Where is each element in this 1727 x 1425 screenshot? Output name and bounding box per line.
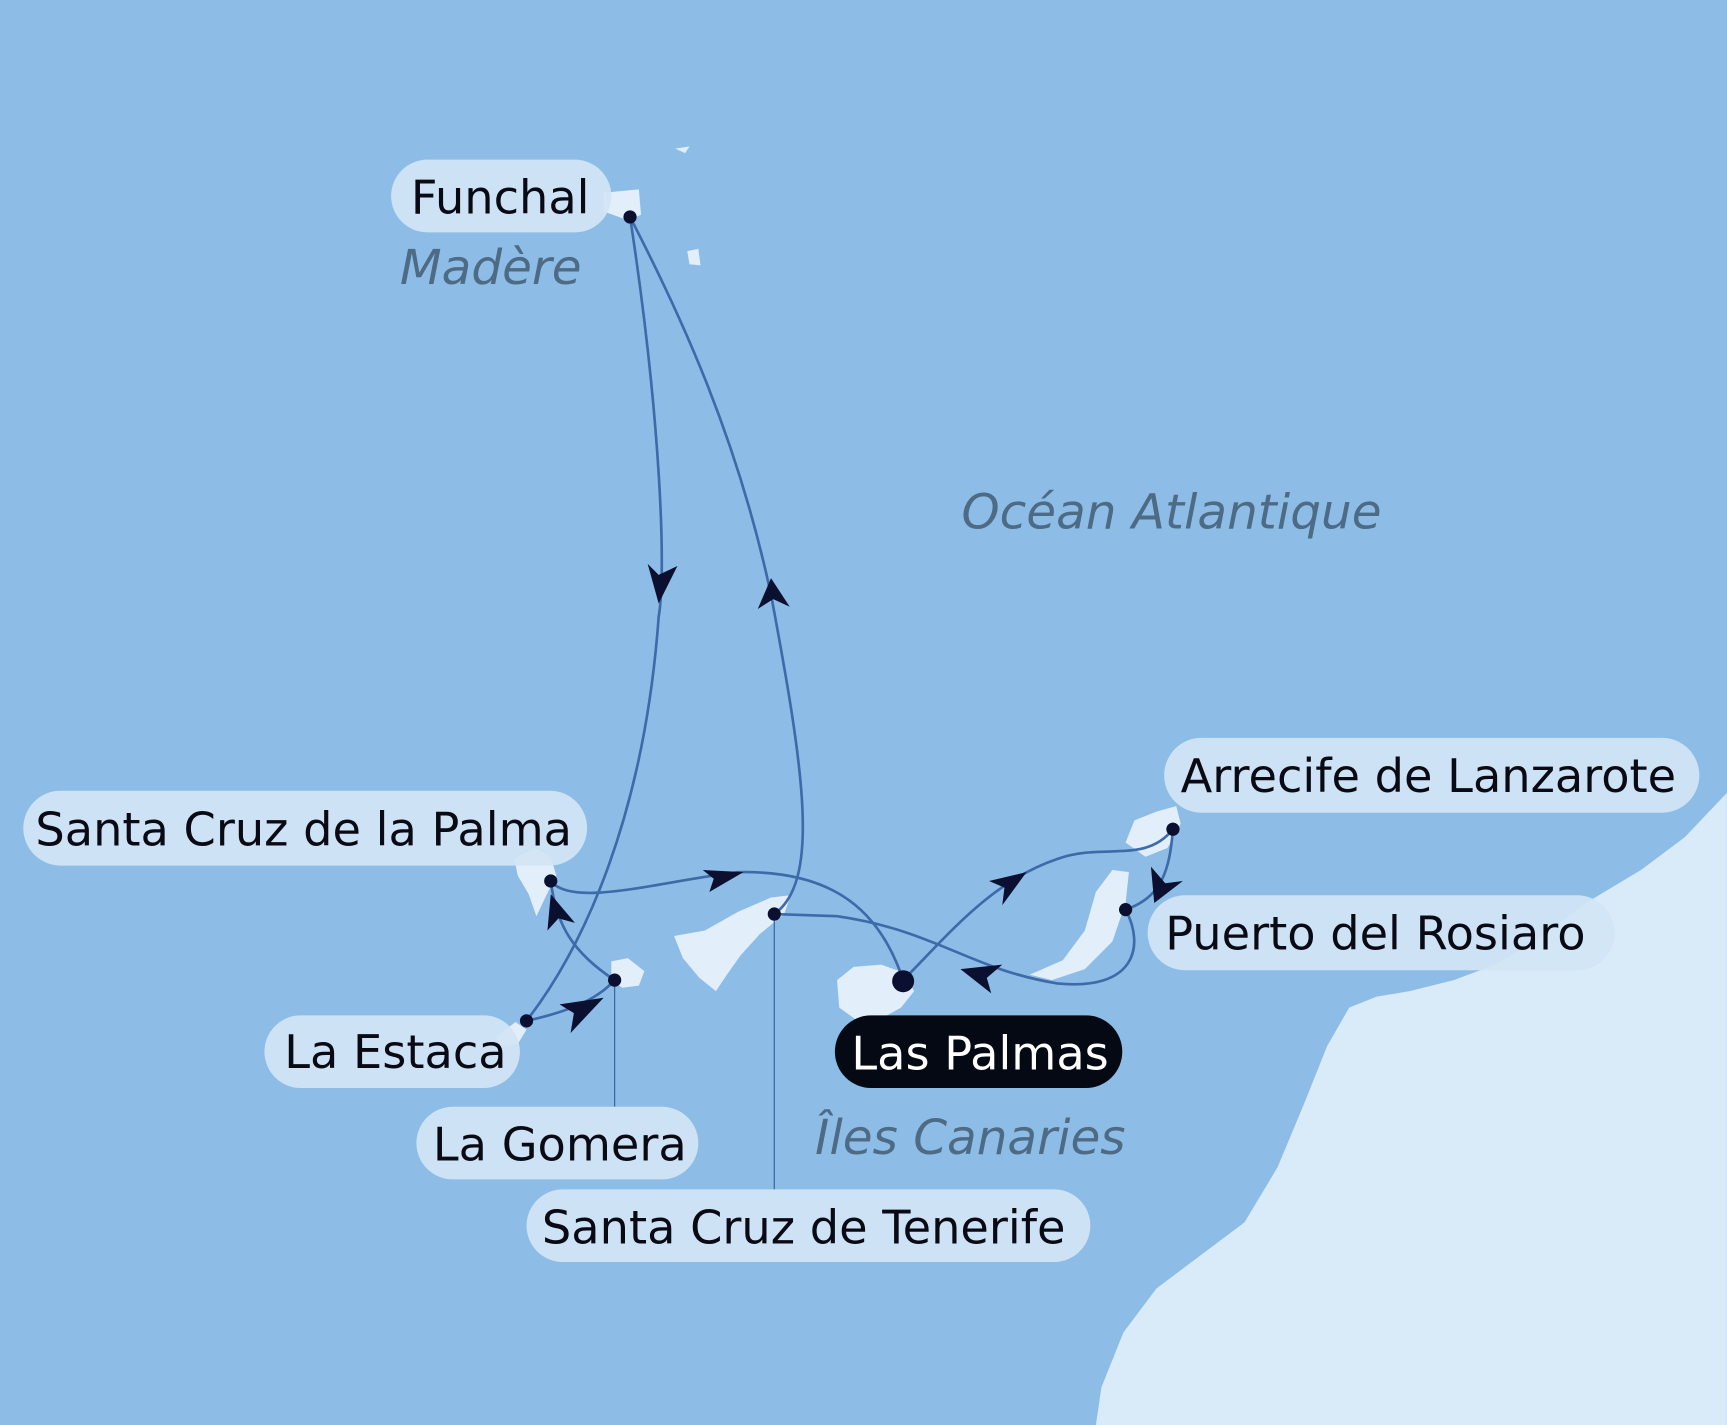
direction-arrow-icon (647, 563, 678, 604)
port-dot-icon[interactable] (608, 973, 622, 987)
port-dot-icon[interactable] (1118, 903, 1133, 917)
svg-text:La Gomera: La Gomera (433, 1118, 687, 1172)
svg-text:Las Palmas: Las Palmas (851, 1026, 1108, 1080)
direction-arrow-icon (702, 869, 744, 893)
fuerteventura-island (1029, 869, 1129, 981)
svg-text:Santa Cruz de Tenerife: Santa Cruz de Tenerife (542, 1200, 1066, 1254)
port-dot-icon[interactable] (544, 874, 558, 888)
direction-arrow-icon (989, 872, 1027, 906)
desertas-island (687, 248, 701, 266)
svg-text:Arrecife de Lanzarote: Arrecife de Lanzarote (1181, 749, 1676, 803)
svg-text:Puerto del Rosiaro: Puerto del Rosiaro (1165, 906, 1585, 960)
tenerife-island (674, 895, 791, 992)
svg-text:Santa Cruz de la Palma: Santa Cruz de la Palma (35, 803, 572, 857)
direction-arrow-icon (1150, 866, 1183, 904)
port-label-las-palmas-home[interactable]: Las Palmas (834, 1015, 1123, 1089)
port-label-arrecife[interactable]: Arrecife de Lanzarote (1164, 737, 1700, 813)
port-dot-icon[interactable] (623, 210, 637, 224)
route-las-palmas-to-arrecife (902, 828, 1174, 982)
route-funchal-to-la-estaca (525, 216, 664, 1022)
region-label-canaries: Îles Canaries (815, 1109, 1125, 1166)
lanzarote-island (1125, 806, 1181, 857)
direction-arrow-icon (547, 894, 575, 931)
direction-arrow-icon (960, 964, 1003, 994)
port-dot-icon[interactable] (767, 907, 781, 921)
home-port-dot-icon[interactable] (892, 970, 915, 993)
route-tenerife-to-funchal (628, 216, 805, 916)
africa-coast (1095, 792, 1727, 1425)
port-label-puerto-rosario[interactable]: Puerto del Rosiaro (1147, 895, 1615, 971)
direction-arrow-icon (559, 997, 604, 1033)
port-label-la-gomera[interactable]: La Gomera (416, 1106, 699, 1180)
porto-santo-island (675, 146, 690, 154)
port-dot-icon[interactable] (1166, 822, 1180, 836)
port-dot-icon[interactable] (519, 1014, 534, 1028)
port-label-santa-cruz-tenerife[interactable]: Santa Cruz de Tenerife (526, 1189, 1091, 1263)
route-rosario-to-tenerife (774, 909, 1136, 986)
region-label-ocean: Océan Atlantique (962, 485, 1382, 541)
region-label-madeira: Madère (400, 240, 582, 296)
route-la-gomera-to-la-palma (549, 880, 616, 982)
port-label-funchal[interactable]: Funchal (391, 159, 612, 233)
svg-text:Funchal: Funchal (411, 171, 590, 225)
port-label-santa-cruz-la-palma[interactable]: Santa Cruz de la Palma (23, 790, 588, 866)
route-la-estaca-to-la-gomera (526, 979, 616, 1023)
direction-arrow-icon (757, 578, 790, 609)
svg-text:La Estaca: La Estaca (284, 1025, 506, 1079)
port-label-la-estaca[interactable]: La Estaca (264, 1015, 520, 1089)
